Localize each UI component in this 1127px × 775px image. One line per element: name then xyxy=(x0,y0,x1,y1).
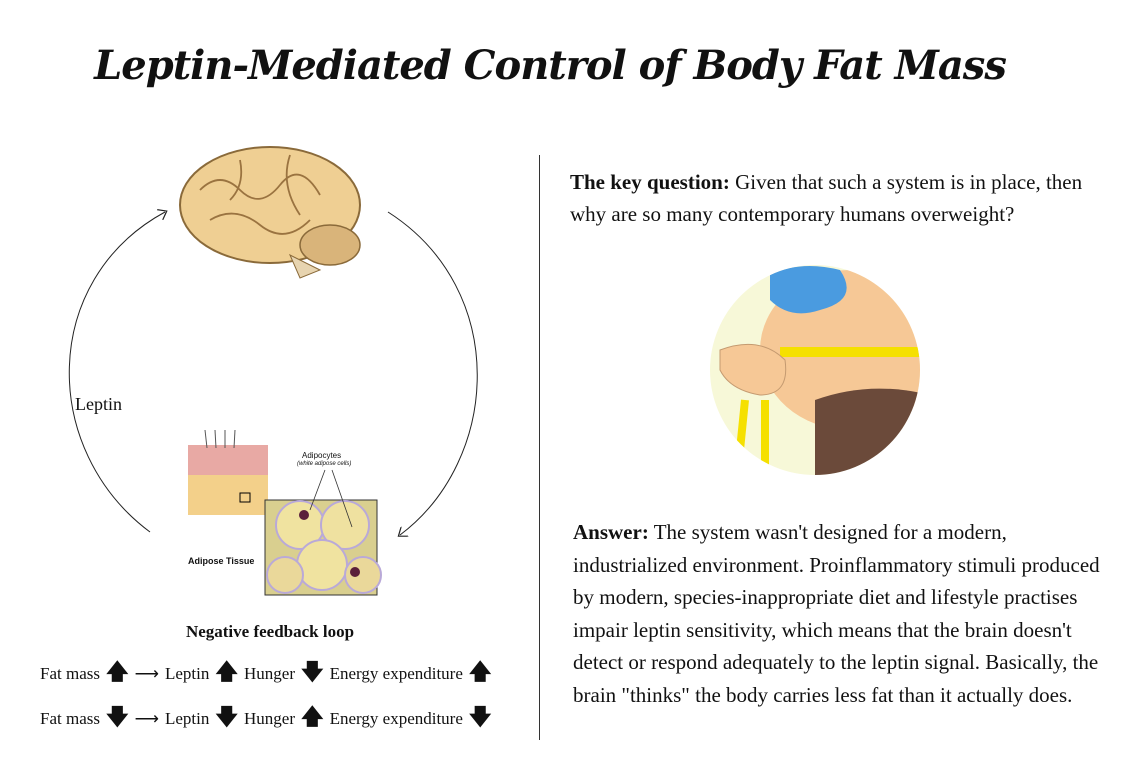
feedback-diagram xyxy=(68,146,478,596)
arrow-right-icon: ⟶ xyxy=(134,664,159,683)
feedback-row-decrease: Fat mass 🡇 ⟶ Leptin 🡇 Hunger 🡅 Energy ex… xyxy=(40,700,492,738)
adipocytes-label: Adipocytes xyxy=(302,451,342,460)
leptin-loop-label: Leptin xyxy=(75,394,122,414)
arrow-down-icon: 🡇 xyxy=(300,659,324,684)
arrow-up-icon: 🡅 xyxy=(215,659,238,684)
energy-label: Energy expenditure xyxy=(329,709,463,728)
brain-illustration xyxy=(179,146,361,279)
key-question: The key question: Given that such a syst… xyxy=(570,166,1090,230)
answer-text: The system wasn't designed for a modern,… xyxy=(573,520,1100,707)
leptin-label: Leptin xyxy=(164,664,210,683)
leptin-label: Leptin xyxy=(164,709,210,728)
arrow-up-icon: 🡅 xyxy=(468,659,492,684)
adipocytes-sublabel: (white adipose cells) xyxy=(297,461,352,467)
hunger-label: Hunger xyxy=(244,664,295,683)
leptin-arrow-arc xyxy=(68,212,165,533)
adipose-tissue-illustration xyxy=(188,429,382,596)
fat-mass-label: Fat mass xyxy=(40,664,100,683)
energy-label: Energy expenditure xyxy=(329,664,463,683)
adipose-tissue-label: Adipose Tissue xyxy=(188,556,255,566)
column-divider xyxy=(539,155,540,740)
arrow-up-icon: 🡅 xyxy=(300,704,324,729)
answer-label: Answer: xyxy=(573,520,649,544)
fat-mass-label: Fat mass xyxy=(40,709,100,728)
feedback-row-increase: Fat mass 🡅 ⟶ Leptin 🡅 Hunger 🡇 Energy ex… xyxy=(40,655,492,693)
question-text: Given that such a system is in place, th… xyxy=(570,170,1083,226)
answer: Answer: The system wasn't designed for a… xyxy=(573,516,1103,711)
page-title: Leptin-Mediated Control of Body Fat Mass xyxy=(94,42,1007,89)
arrow-down-icon: 🡇 xyxy=(105,704,129,729)
feedback-title: Negative feedback loop xyxy=(185,622,355,641)
hunger-label: Hunger xyxy=(244,709,295,728)
arrow-down-icon: 🡇 xyxy=(468,704,492,729)
feedback-arrow-arc xyxy=(387,211,478,535)
arrow-right-icon: ⟶ xyxy=(134,709,159,728)
arrow-up-icon: 🡅 xyxy=(105,659,129,684)
question-label: The key question: xyxy=(570,170,730,194)
arrow-down-icon: 🡇 xyxy=(215,704,238,729)
